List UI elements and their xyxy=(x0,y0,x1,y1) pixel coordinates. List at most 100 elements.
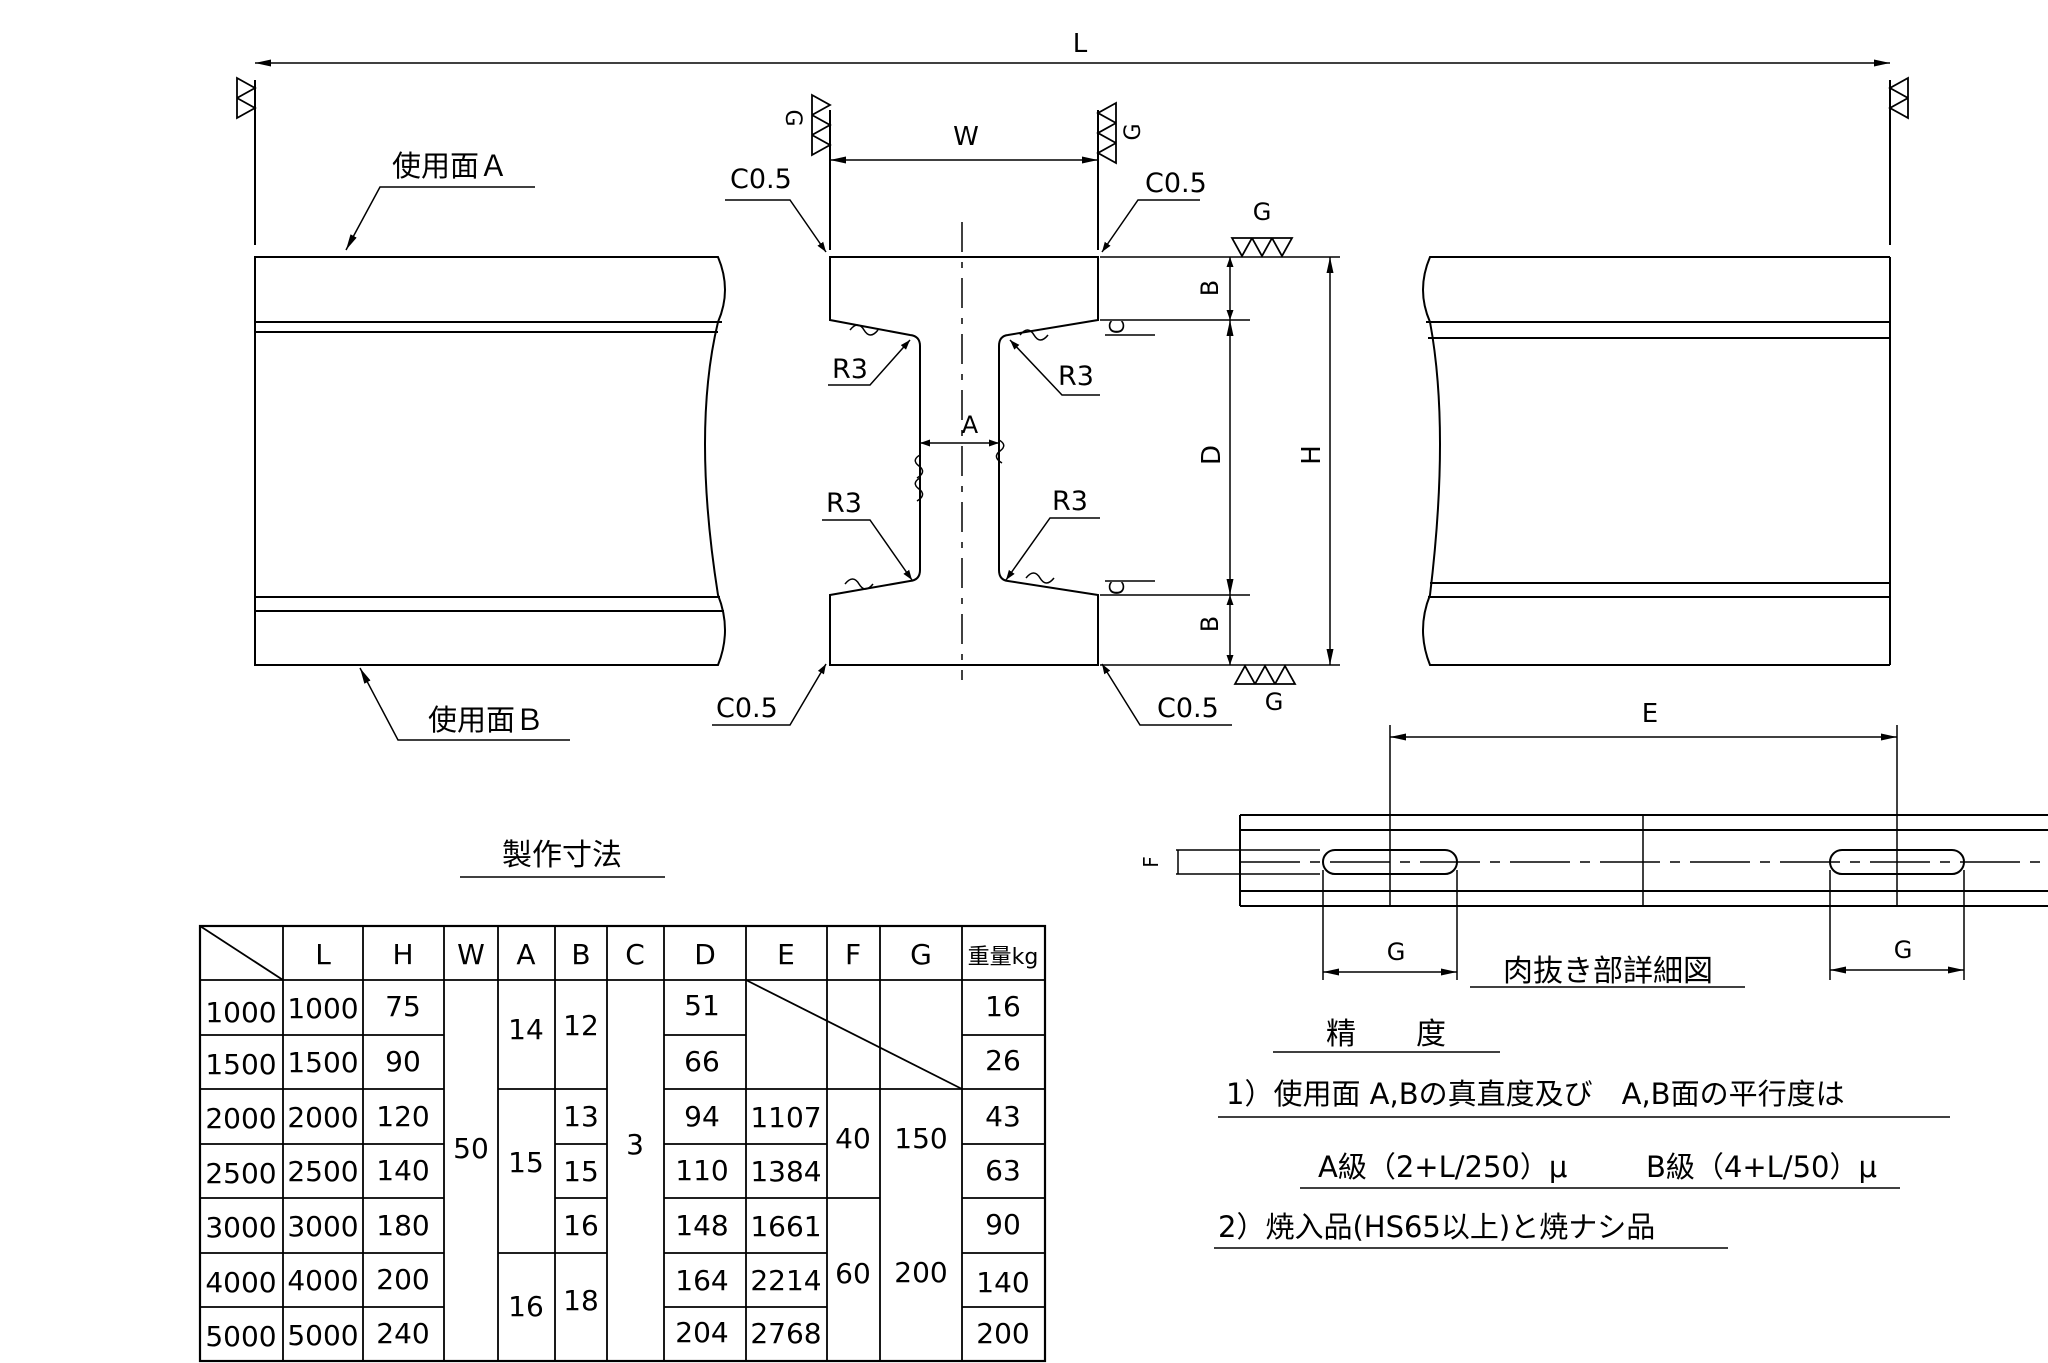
detail-title: 肉抜き部詳細図 xyxy=(1503,954,1713,989)
cell-weight: 43 xyxy=(985,1100,1021,1133)
cell-b: 16 xyxy=(563,1209,599,1242)
label-e: E xyxy=(1642,699,1658,729)
table-title: 製作寸法 xyxy=(502,838,622,873)
cell-weight: 200 xyxy=(976,1317,1029,1350)
cell-a: 15 xyxy=(508,1146,544,1179)
cross-section xyxy=(829,222,1099,680)
captions: 製作寸法 肉抜き部詳細図 精 度 1）使用面 A,Bの真直度及び A,B面の平行… xyxy=(502,838,1877,1244)
dimensions-BDH xyxy=(1100,237,1340,685)
cell-b: 13 xyxy=(563,1100,599,1133)
row-id: 1500 xyxy=(205,1048,276,1081)
label-g-bottom: G xyxy=(1265,688,1284,716)
cell-weight: 63 xyxy=(985,1154,1021,1187)
label-b-bottom: B xyxy=(1196,616,1224,632)
header-weight: 重量kg xyxy=(968,945,1039,970)
cell-h: 140 xyxy=(376,1154,429,1187)
label-surface-a: 使用面Ａ xyxy=(392,149,508,183)
header-d: D xyxy=(694,938,716,971)
cell-c: 3 xyxy=(626,1128,644,1161)
header-f: F xyxy=(845,938,861,971)
chamfer-leaders xyxy=(712,199,1232,726)
cell-f: 60 xyxy=(835,1257,871,1290)
label-L: L xyxy=(1073,29,1088,59)
row-id: 5000 xyxy=(205,1320,276,1353)
cell-d: 66 xyxy=(684,1045,720,1078)
label-f: F xyxy=(1139,856,1163,868)
cell-b: 15 xyxy=(563,1155,599,1188)
cell-h: 90 xyxy=(385,1045,421,1078)
table-text: L H W A B C D E F G 重量kg 1000 1500 2000 … xyxy=(205,938,1038,1353)
cell-l: 3000 xyxy=(287,1210,358,1243)
cell-d: 51 xyxy=(684,989,720,1022)
table-grid xyxy=(198,924,1047,1363)
cell-a: 14 xyxy=(508,1013,544,1046)
header-h: H xyxy=(392,938,413,971)
cell-h: 240 xyxy=(376,1317,429,1350)
cell-f: 40 xyxy=(835,1122,871,1155)
cell-b: 18 xyxy=(563,1284,599,1317)
label-c-top: C xyxy=(1105,320,1129,334)
label-g-right: G xyxy=(1121,123,1146,140)
label-c05-bottom-right: C0.5 xyxy=(1157,693,1219,724)
cell-g: 200 xyxy=(894,1256,947,1289)
row-id: 4000 xyxy=(205,1266,276,1299)
label-c05-bottom-left: C0.5 xyxy=(716,693,778,724)
cell-l: 1000 xyxy=(287,992,358,1025)
label-W: W xyxy=(953,122,979,152)
header-a: A xyxy=(516,938,535,971)
cell-l: 2500 xyxy=(287,1155,358,1188)
label-g-detail-right: G xyxy=(1894,936,1913,964)
surface-leaders xyxy=(345,186,570,741)
cell-e: 2768 xyxy=(750,1317,821,1350)
precision-line1: 1）使用面 A,Bの真直度及び A,B面の平行度は xyxy=(1226,1077,1845,1111)
detail-view xyxy=(1176,725,2048,980)
cell-b: 12 xyxy=(563,1009,599,1042)
cell-e: 1384 xyxy=(750,1155,821,1188)
row-id: 3000 xyxy=(205,1211,276,1244)
label-c05-top-right: C0.5 xyxy=(1145,168,1207,199)
label-r3-4: R3 xyxy=(1052,486,1088,517)
label-c-bottom: C xyxy=(1105,581,1129,595)
cell-e: 2214 xyxy=(750,1264,821,1297)
surface-mark-left xyxy=(236,76,257,120)
label-r3-1: R3 xyxy=(832,354,868,385)
row-id: 2000 xyxy=(205,1102,276,1135)
header-e: E xyxy=(777,938,795,971)
label-r3-2: R3 xyxy=(1058,361,1094,392)
side-view-left xyxy=(254,256,726,666)
cell-l: 5000 xyxy=(287,1319,358,1352)
cell-d: 110 xyxy=(675,1154,728,1187)
label-c05-top-left: C0.5 xyxy=(730,164,792,195)
cell-l: 4000 xyxy=(287,1264,358,1297)
radius-leaders xyxy=(822,324,1100,590)
header-w: W xyxy=(457,938,485,971)
header-c: C xyxy=(625,938,645,971)
cell-g: 150 xyxy=(894,1122,947,1155)
cell-l: 2000 xyxy=(287,1101,358,1134)
header-l: L xyxy=(315,938,331,971)
cell-h: 75 xyxy=(385,990,421,1023)
label-r3-3: R3 xyxy=(826,488,862,519)
cell-l: 1500 xyxy=(287,1046,358,1079)
cell-weight: 90 xyxy=(985,1208,1021,1241)
cell-weight: 16 xyxy=(985,990,1021,1023)
surface-mark-right xyxy=(1888,76,1909,120)
cell-a: 16 xyxy=(508,1290,544,1323)
cell-e: 1661 xyxy=(750,1210,821,1243)
precision-line2b: B級（4+L/50）μ xyxy=(1646,1150,1877,1184)
cell-weight: 140 xyxy=(976,1266,1029,1299)
precision-line3: 2）焼入品(HS65以上)と焼ナシ品 xyxy=(1218,1210,1655,1244)
cell-h: 200 xyxy=(376,1263,429,1296)
label-g-detail-left: G xyxy=(1387,938,1406,966)
label-A: A xyxy=(962,411,979,439)
cell-d: 164 xyxy=(675,1264,728,1297)
label-g-left: G xyxy=(780,109,805,126)
cell-h: 180 xyxy=(376,1209,429,1242)
label-g-top: G xyxy=(1253,198,1272,226)
label-b-top: B xyxy=(1196,280,1224,296)
side-view-right xyxy=(1422,256,1891,666)
cell-e: 1107 xyxy=(750,1101,821,1134)
label-surface-b: 使用面Ｂ xyxy=(428,703,544,737)
cell-w: 50 xyxy=(453,1132,489,1165)
